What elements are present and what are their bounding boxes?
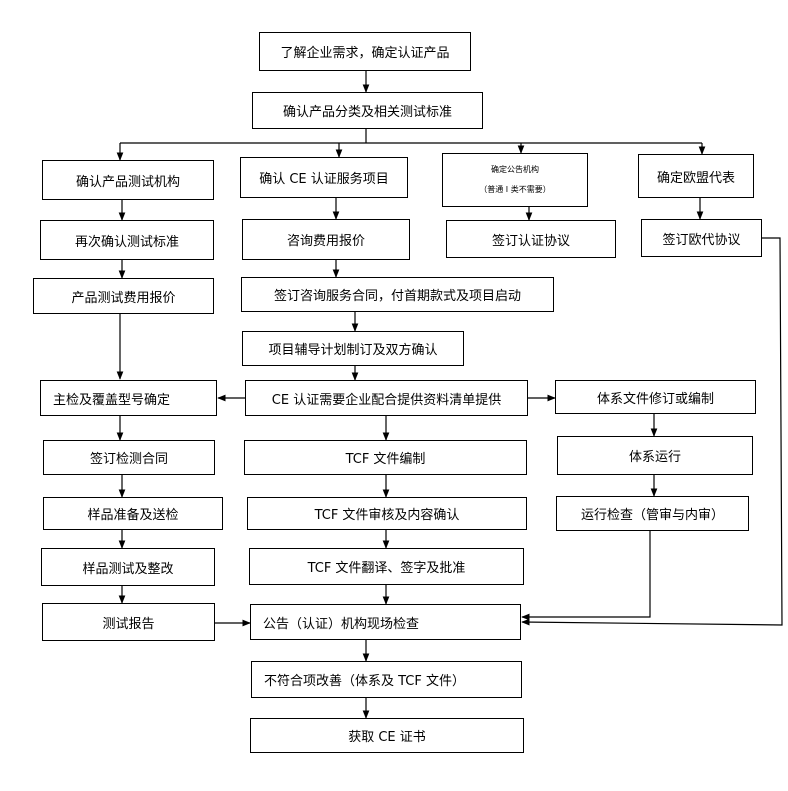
node-consult-fee-quote: 咨询费用报价 <box>242 219 410 260</box>
node-tcf-translate: TCF 文件翻译、签字及批准 <box>249 548 524 585</box>
node-nonconformity-fix: 不符合项改善（体系及 TCF 文件） <box>251 661 522 698</box>
node-sign-consult-contract: 签订咨询服务合同，付首期款式及项目启动 <box>241 277 554 312</box>
node-system-operation: 体系运行 <box>557 436 753 475</box>
node-coaching-plan: 项目辅导计划制订及双方确认 <box>242 331 464 366</box>
node-reconfirm-standards: 再次确认测试标准 <box>40 220 214 260</box>
node-tcf-review: TCF 文件审核及内容确认 <box>247 497 527 530</box>
node-confirm-ce-services: 确认 CE 认证服务项目 <box>240 157 408 198</box>
node-notified-body: 确定公告机构 （普通 I 类不需要） <box>442 153 588 207</box>
node-test-report: 测试报告 <box>42 603 215 641</box>
node-get-ce-certificate: 获取 CE 证书 <box>250 718 524 753</box>
node-eu-representative: 确定欧盟代表 <box>638 154 754 198</box>
node-confirm-test-lab: 确认产品测试机构 <box>42 160 214 200</box>
node-sign-cert-agreement: 签订认证协议 <box>446 220 616 258</box>
notified-body-note: （普通 I 类不需要） <box>479 185 551 194</box>
node-tcf-compile: TCF 文件编制 <box>244 440 527 475</box>
node-operation-check: 运行检查（管审与内审） <box>556 496 749 531</box>
node-onsite-inspection: 公告（认证）机构现场检查 <box>250 604 521 640</box>
node-understand-needs: 了解企业需求，确定认证产品 <box>259 32 471 71</box>
arrow-e3-b9 <box>521 531 651 621</box>
node-sample-testing: 样品测试及整改 <box>41 548 215 586</box>
node-confirm-classification: 确认产品分类及相关测试标准 <box>252 92 483 129</box>
node-sign-eu-rep-agreement: 签订欧代协议 <box>641 219 762 257</box>
node-document-list: CE 认证需要企业配合提供资料清单提供 <box>245 380 528 416</box>
node-sign-test-contract: 签订检测合同 <box>43 440 215 475</box>
node-main-model-confirm: 主检及覆盖型号确定 <box>40 380 217 416</box>
node-sample-prep: 样品准备及送检 <box>43 497 223 530</box>
node-system-docs: 体系文件修订或编制 <box>555 380 756 414</box>
node-test-fee-quote: 产品测试费用报价 <box>33 278 214 314</box>
arrow-d2-b9 <box>521 237 783 626</box>
notified-body-label: 确定公告机构 <box>491 165 539 174</box>
